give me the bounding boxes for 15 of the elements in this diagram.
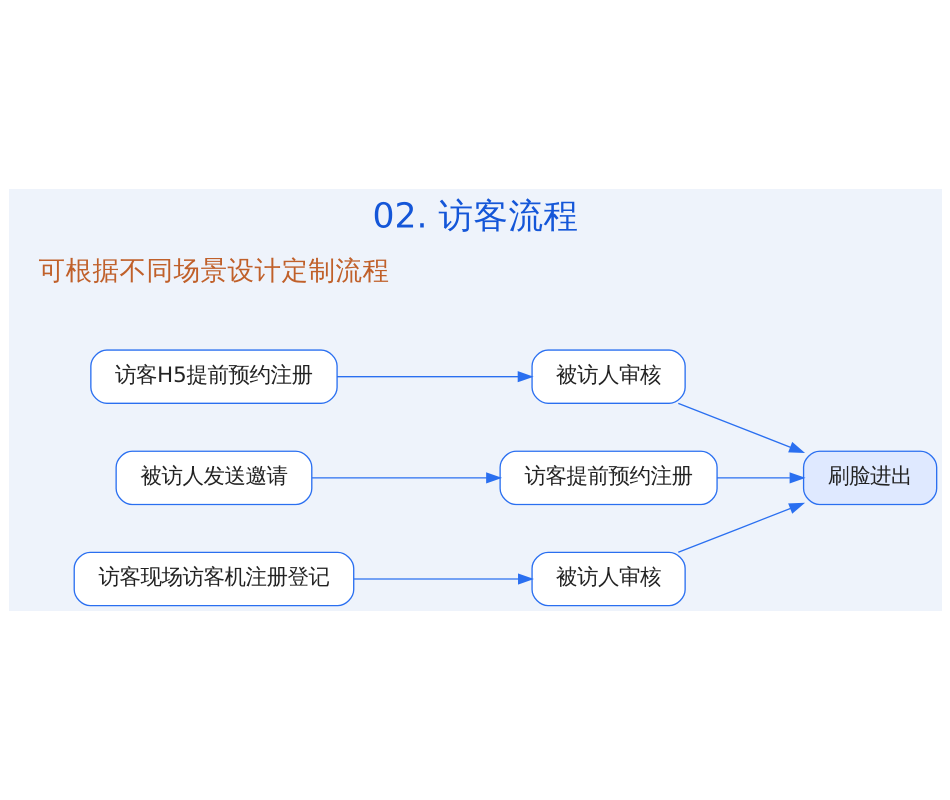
node-box: 访客H5提前预约注册: [90, 349, 338, 404]
diagram-title: 02. 访客流程: [372, 196, 578, 236]
arrow: [312, 472, 502, 484]
label: 可根据不同场景设计定制流程: [38, 256, 389, 287]
arrow: [336, 371, 534, 382]
arrow: [678, 402, 805, 453]
arrow: [354, 573, 534, 585]
arrow: [678, 502, 805, 553]
node-box: 被访人审核: [530, 349, 686, 404]
arrow: [716, 472, 806, 484]
node-box: 被访人审核: [530, 552, 686, 606]
node-box: 刷脸进出: [802, 450, 937, 506]
node-box: 访客提前预约注册: [498, 450, 718, 506]
node-box: 被访人发送邀请: [114, 450, 312, 506]
node-box: 访客现场访客机注册登记: [73, 552, 354, 606]
